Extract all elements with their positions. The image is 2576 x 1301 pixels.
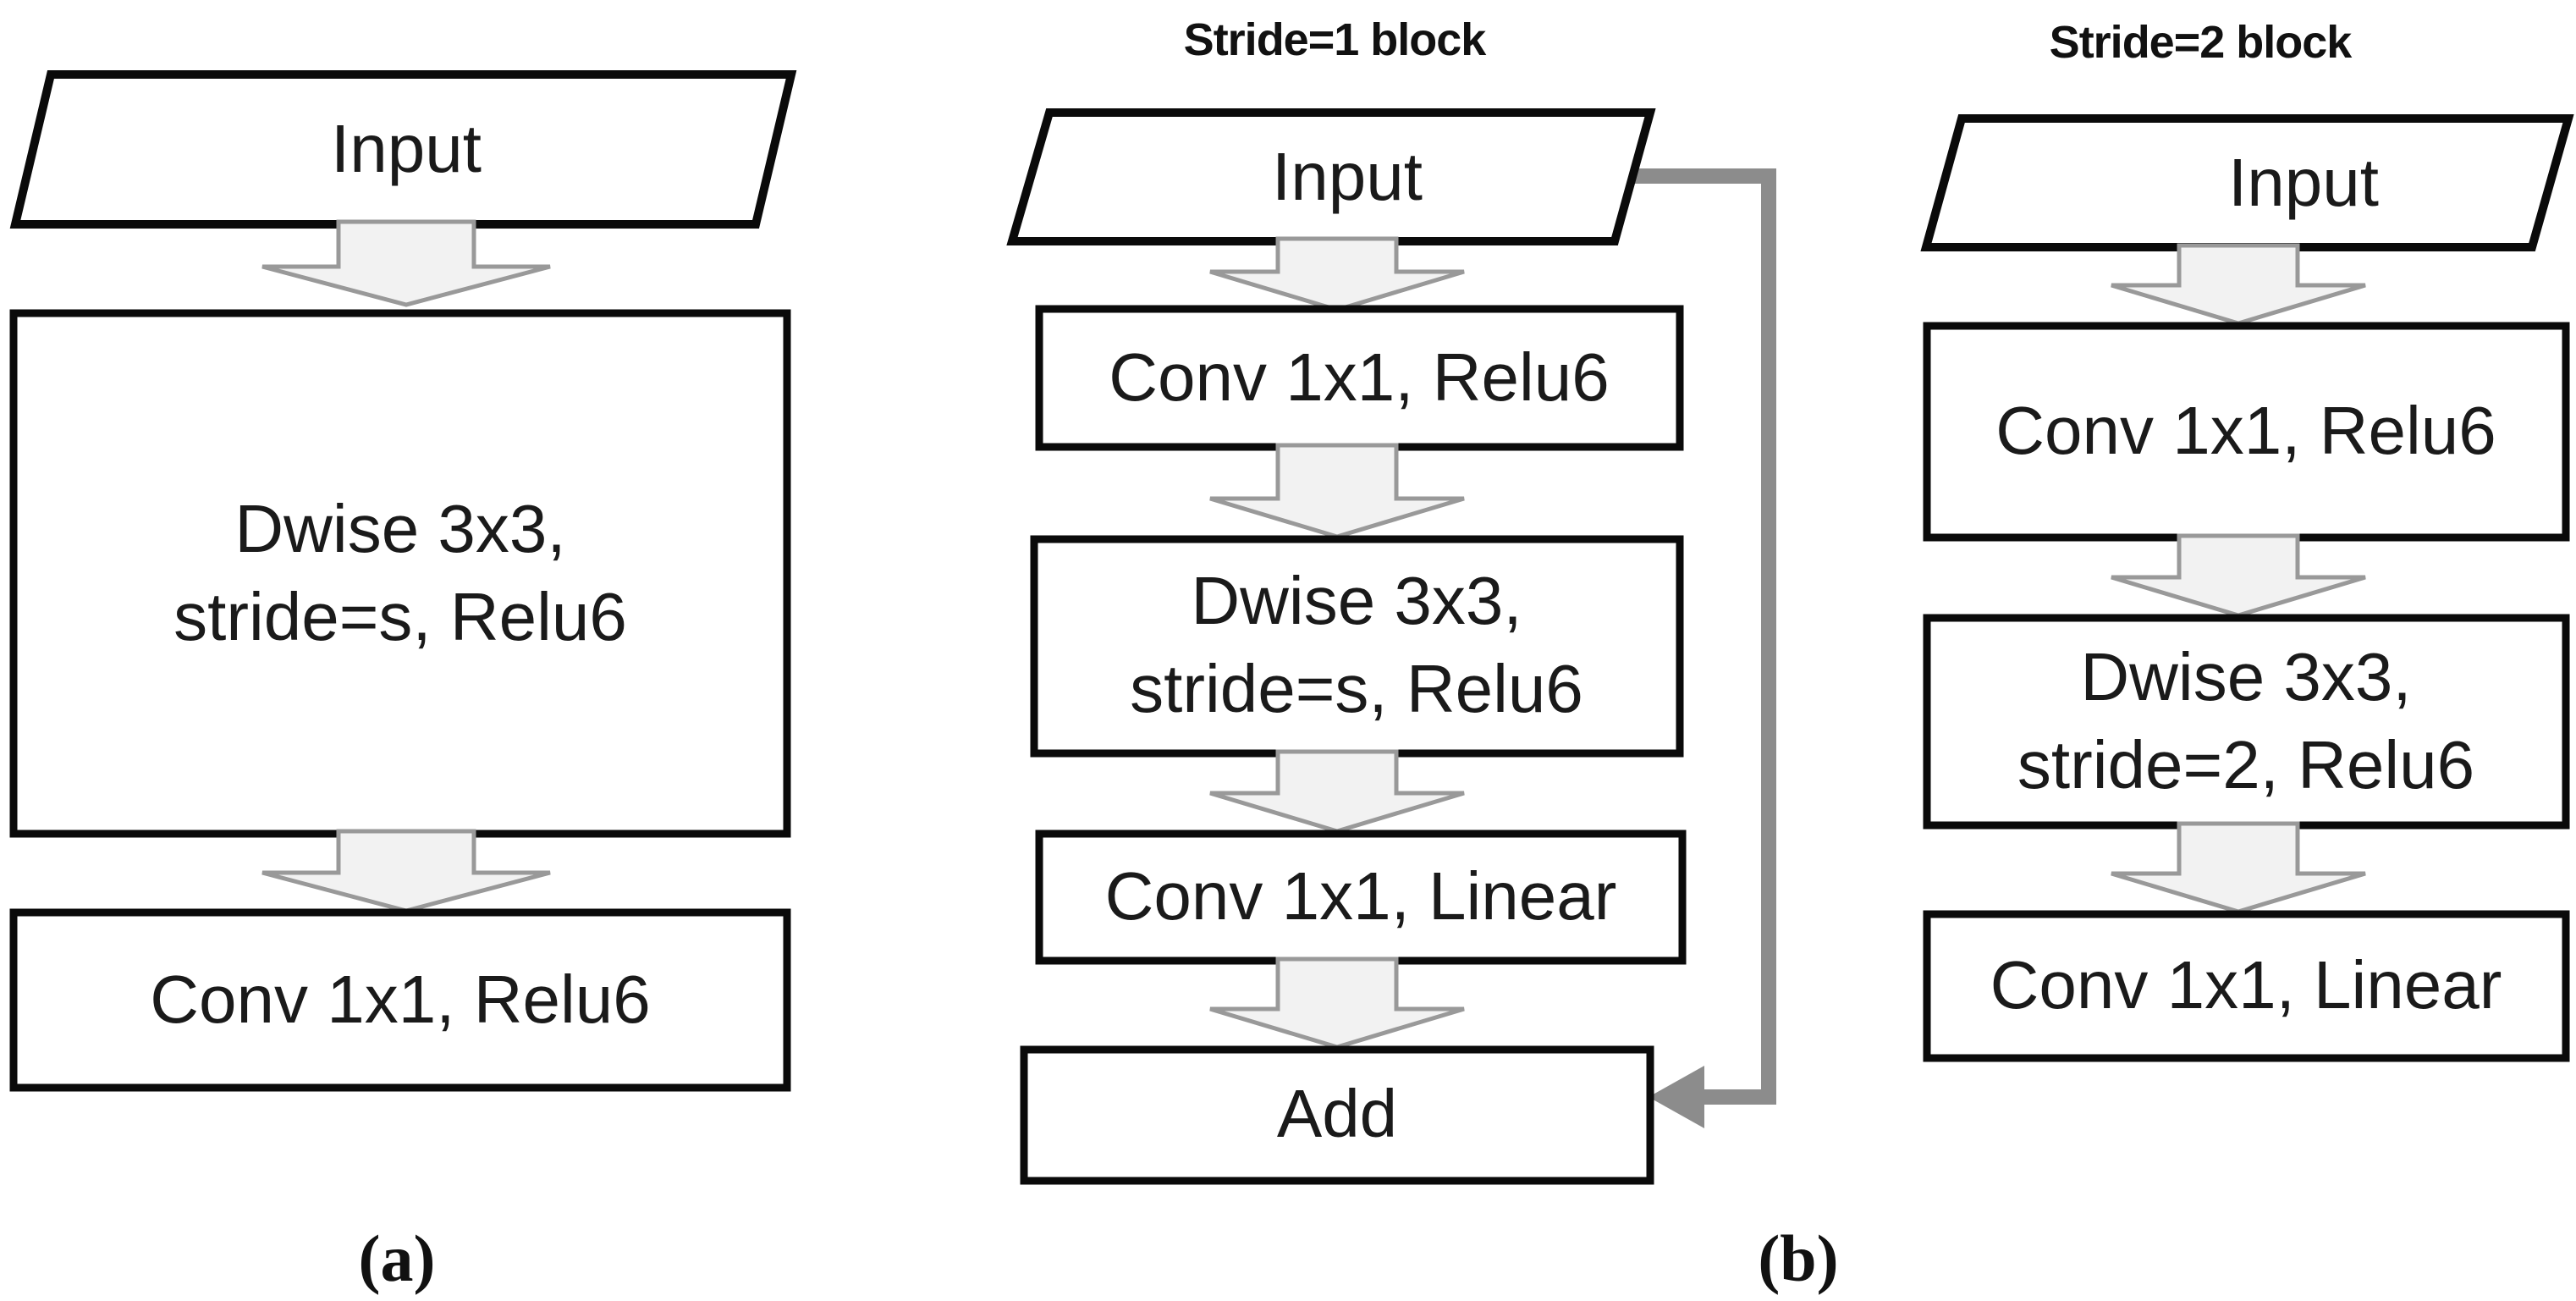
- add-box-stride1: [1020, 1045, 1654, 1185]
- down-arrow-icon: [261, 829, 551, 913]
- input-parallelogram-stride1: [1006, 108, 1656, 245]
- dwise-label-stride1-line2: stride=s, Relu6: [1130, 651, 1583, 726]
- dwise-label-stride1: Dwise 3x3, stride=s, Relu6: [1130, 557, 1583, 733]
- conv-label-a: Conv 1x1, Relu6: [150, 962, 651, 1037]
- stride1-block-title: Stride=1 block: [1183, 14, 1487, 65]
- conv1-label-stride2: Conv 1x1, Relu6: [1995, 393, 2496, 468]
- conv2-label-stride1: Conv 1x1, Linear: [1104, 858, 1617, 934]
- dwise-label-a: Dwise 3x3, stride=s, Relu6: [173, 485, 627, 661]
- add-label-stride1: Add: [1276, 1076, 1398, 1151]
- caption-a: (a): [358, 1221, 436, 1295]
- dwise-box-stride1: [1030, 535, 1684, 758]
- conv-box-a: [9, 908, 791, 1092]
- caption-b: (b): [1758, 1221, 1839, 1295]
- dwise-label-stride2: Dwise 3x3, stride=2, Relu6: [2017, 633, 2474, 809]
- input-parallelogram-stride2: [1920, 114, 2574, 251]
- input-label-a: Input: [331, 111, 482, 186]
- input-label-stride2: Input: [2228, 145, 2379, 220]
- down-arrow-icon: [2111, 243, 2366, 326]
- skip-connection-line: [1623, 168, 1776, 1105]
- conv2-label-stride2: Conv 1x1, Linear: [1990, 947, 2502, 1023]
- skip-connection-arrowhead-icon: [1649, 1066, 1704, 1128]
- down-arrow-icon: [2111, 821, 2366, 914]
- down-arrow-icon: [1209, 749, 1465, 834]
- down-arrow-icon: [2111, 533, 2366, 618]
- dwise-label-a-line2: stride=s, Relu6: [173, 579, 627, 654]
- down-arrow-icon: [1209, 956, 1465, 1050]
- dwise-label-stride2-line2: stride=2, Relu6: [2017, 727, 2475, 802]
- input-label-stride1: Input: [1272, 139, 1423, 214]
- conv1-box-stride1: [1035, 305, 1684, 451]
- dwise-label-stride2-line1: Dwise 3x3,: [2080, 639, 2412, 714]
- conv2-box-stride2: [1923, 910, 2570, 1062]
- down-arrow-icon: [1209, 443, 1465, 539]
- down-arrow-icon: [261, 219, 551, 307]
- conv1-box-stride2: [1923, 322, 2570, 542]
- dwise-box-a: [9, 309, 791, 838]
- dwise-label-a-line1: Dwise 3x3,: [234, 491, 566, 566]
- conv1-label-stride1: Conv 1x1, Relu6: [1109, 339, 1610, 415]
- conv2-box-stride1: [1035, 830, 1687, 965]
- input-parallelogram-a: [9, 70, 797, 229]
- dwise-label-stride1-line1: Dwise 3x3,: [1191, 563, 1522, 638]
- down-arrow-icon: [1209, 236, 1465, 312]
- stride2-block-title: Stride=2 block: [2049, 17, 2353, 68]
